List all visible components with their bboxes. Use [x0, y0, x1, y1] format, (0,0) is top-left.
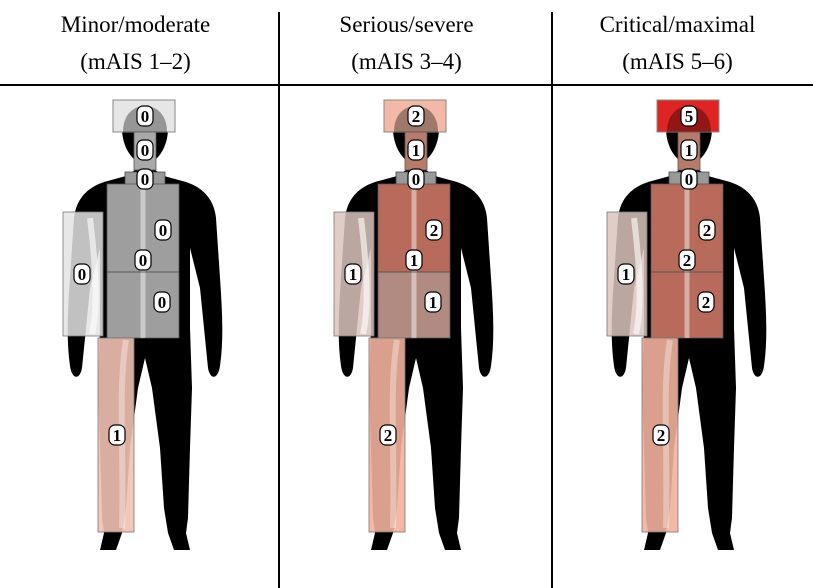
- score-badge-value: 5: [685, 107, 694, 126]
- score-badge-value: 2: [657, 426, 666, 445]
- leg-score-badge: 1: [109, 425, 125, 445]
- cervical-score-badge: 0: [137, 169, 153, 189]
- score-badge-value: 1: [113, 426, 122, 445]
- head-score-badge: 5: [681, 106, 697, 126]
- column-title: Critical/maximal: [542, 6, 813, 43]
- score-badge-value: 1: [412, 141, 421, 160]
- chest-score-badge: 0: [155, 220, 171, 240]
- score-badge-value: 0: [141, 170, 150, 189]
- score-badge-value: 1: [685, 141, 694, 160]
- score-badge-value: 0: [159, 221, 168, 240]
- abdomen-score-badge: 0: [135, 250, 151, 270]
- head-score-badge: 0: [137, 106, 153, 126]
- score-badge-value: 2: [412, 107, 421, 126]
- chest-score-badge: 2: [426, 220, 442, 240]
- score-badge-value: 0: [685, 170, 694, 189]
- score-badge-value: 2: [430, 221, 439, 240]
- column-header-minor: Minor/moderate (mAIS 1–2): [0, 6, 271, 80]
- column-subtitle: (mAIS 5–6): [542, 43, 813, 80]
- column-subtitle: (mAIS 3–4): [271, 43, 542, 80]
- column-header-critical: Critical/maximal (mAIS 5–6): [542, 6, 813, 80]
- score-badge-value: 2: [702, 293, 711, 312]
- score-badge-value: 2: [683, 251, 692, 270]
- score-badge-value: 1: [622, 265, 631, 284]
- header-divider: [0, 84, 813, 86]
- leg-score-badge: 2: [653, 425, 669, 445]
- column-subtitle: (mAIS 1–2): [0, 43, 271, 80]
- score-badge-value: 0: [139, 251, 148, 270]
- arm-score-badge: 1: [345, 264, 361, 284]
- column-title: Minor/moderate: [0, 6, 271, 43]
- pelvis-score-badge: 1: [425, 292, 441, 312]
- score-badge-value: 0: [412, 170, 421, 189]
- cervical-score-badge: 0: [408, 169, 424, 189]
- abdomen-score-badge: 2: [679, 250, 695, 270]
- neck-score-badge: 0: [137, 140, 153, 160]
- neck-score-badge: 1: [681, 140, 697, 160]
- score-badge-value: 1: [410, 251, 419, 270]
- score-badge-value: 2: [384, 426, 393, 445]
- head-score-badge: 2: [408, 106, 424, 126]
- pelvis-score-badge: 2: [698, 292, 714, 312]
- score-badge-value: 2: [703, 221, 712, 240]
- score-badge-value: 0: [158, 293, 167, 312]
- arm-score-badge: 1: [618, 264, 634, 284]
- abdomen-score-badge: 1: [406, 250, 422, 270]
- score-badge-value: 0: [141, 107, 150, 126]
- score-badge-value: 0: [78, 265, 87, 284]
- cervical-score-badge: 0: [681, 169, 697, 189]
- neck-score-badge: 1: [408, 140, 424, 160]
- column-title: Serious/severe: [271, 6, 542, 43]
- score-badge-value: 1: [349, 265, 358, 284]
- score-badge-value: 0: [141, 141, 150, 160]
- arm-score-badge: 0: [74, 264, 90, 284]
- score-badge-value: 1: [429, 293, 438, 312]
- leg-score-badge: 2: [380, 425, 396, 445]
- pelvis-score-badge: 0: [154, 292, 170, 312]
- column-header-serious: Serious/severe (mAIS 3–4): [271, 6, 542, 80]
- chest-score-badge: 2: [699, 220, 715, 240]
